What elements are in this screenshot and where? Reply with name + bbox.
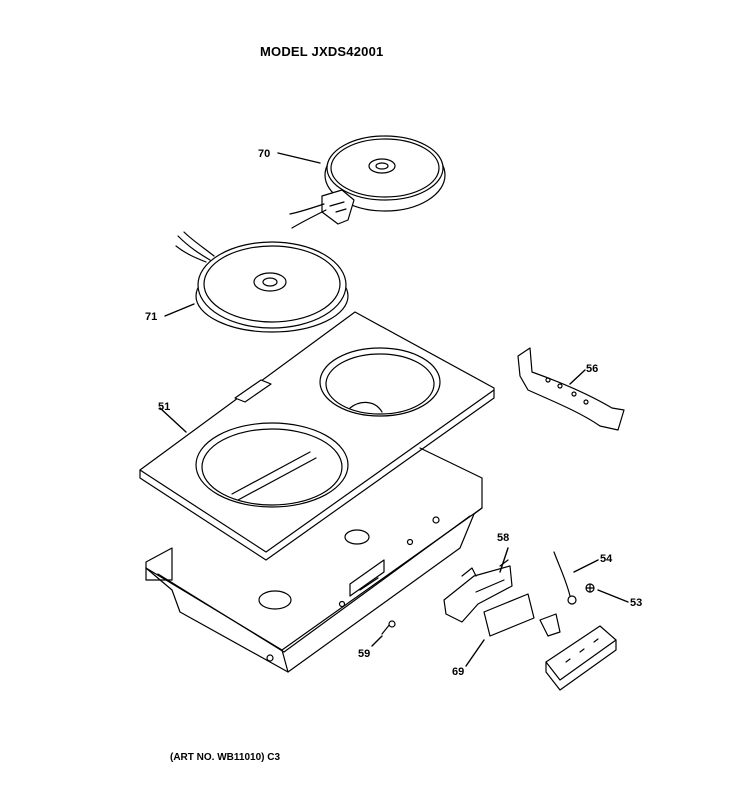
callout-69: 69 bbox=[452, 666, 465, 678]
burner-box bbox=[146, 448, 482, 672]
callout-70: 70 bbox=[258, 148, 271, 160]
callout-56: 56 bbox=[586, 363, 599, 375]
callout-71: 71 bbox=[145, 311, 158, 323]
callout-53: 53 bbox=[630, 597, 643, 609]
cooktop-top-panel bbox=[140, 312, 494, 560]
terminal-block bbox=[540, 614, 616, 690]
callout-leaders bbox=[160, 153, 628, 666]
callout-59: 59 bbox=[358, 648, 371, 660]
diagram-title: MODEL JXDS42001 bbox=[260, 44, 384, 59]
screw-59 bbox=[382, 621, 395, 634]
ground-wire bbox=[554, 552, 576, 604]
screw-53 bbox=[586, 584, 594, 592]
callout-54: 54 bbox=[600, 553, 613, 565]
art-number: (ART NO. WB11010) C3 bbox=[170, 752, 281, 763]
surface-element-large bbox=[176, 232, 348, 332]
mounting-bracket bbox=[518, 348, 624, 430]
callout-58: 58 bbox=[497, 532, 510, 544]
insulator-pad bbox=[484, 594, 534, 636]
callout-51: 51 bbox=[158, 401, 171, 413]
switch-bracket bbox=[444, 560, 512, 622]
surface-element-small bbox=[290, 136, 445, 228]
